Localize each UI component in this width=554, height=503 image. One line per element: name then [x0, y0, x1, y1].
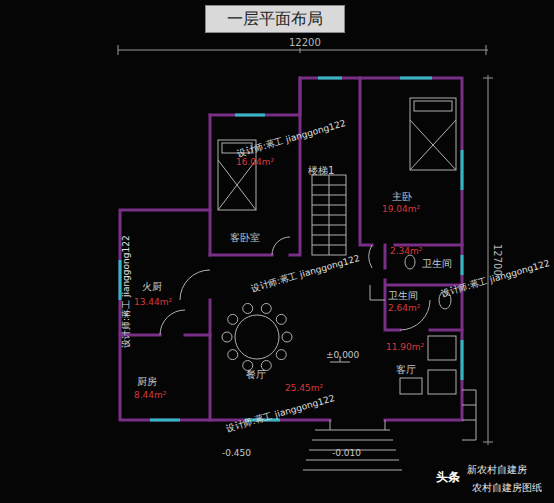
watermark: 设计师:蒋工 jianggong122: [236, 119, 347, 160]
watermark: 设计师:蒋工 jianggong122: [225, 394, 336, 435]
area-value: 2.64m²: [388, 304, 420, 314]
room-name: 餐厅: [246, 369, 266, 380]
area-value: 13.44m²: [134, 298, 172, 308]
room: 11.90m² 客厅: [385, 330, 462, 420]
watermark-brand: 头条: [436, 471, 460, 484]
room-name: 客卧室: [230, 232, 260, 243]
room-name: 客厅: [396, 364, 416, 375]
room-name: 火厨: [142, 281, 162, 292]
room-name: 厨房: [137, 376, 157, 387]
elevation: ±0.000: [326, 351, 359, 361]
area-value: 11.90m²: [386, 343, 424, 353]
area-value: 25.45m²: [285, 384, 323, 394]
dimension: 12200: [287, 37, 323, 48]
area-value: 16.04m²: [236, 158, 274, 168]
stair-room: 楼梯1: [300, 78, 360, 255]
elevation: -0.450: [222, 449, 251, 459]
watermark: 设计师:蒋工 jianggong122: [250, 254, 361, 295]
room-name: 卫生间: [388, 290, 418, 301]
watermark: 设计师:蒋工 jianggong122: [122, 235, 132, 348]
room: 火厨 13.44m²: [120, 210, 210, 335]
room: 2.34m²卫生间: [385, 245, 462, 285]
room: 厨房 8.44m²: [120, 335, 210, 420]
title-box: 一层平面布局: [205, 5, 345, 33]
watermark-account: 新农村自建房: [467, 464, 527, 475]
watermark-account: 农村自建房图纸: [472, 482, 542, 493]
area-value: 8.44m²: [134, 391, 166, 401]
room-name: 主卧: [392, 191, 412, 202]
room-name: 卫生间: [422, 258, 452, 269]
elevation: -0.010: [332, 449, 361, 459]
area-value: 19.04m²: [382, 205, 420, 215]
room: 主卧 19.04m²: [360, 78, 462, 245]
area-value: 2.34m²: [390, 247, 422, 257]
room-name: 楼梯1: [308, 165, 334, 176]
title-text: 一层平面布局: [227, 10, 323, 28]
